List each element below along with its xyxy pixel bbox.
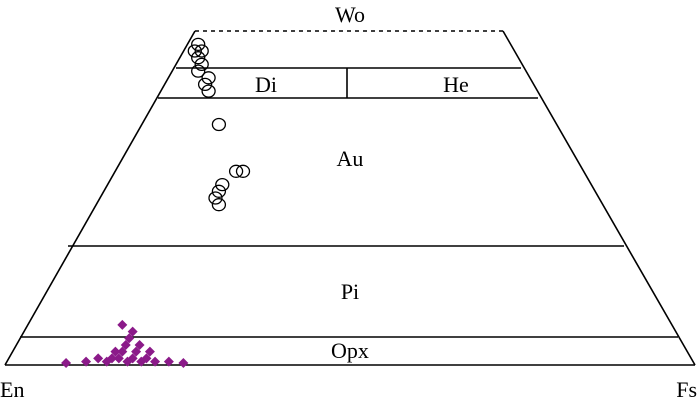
circle-point <box>187 44 202 58</box>
label-di: Di <box>255 72 277 97</box>
circle-point <box>191 64 206 78</box>
diamond-point <box>117 346 128 357</box>
circle-point <box>235 164 251 178</box>
circle-point <box>191 51 206 65</box>
diamond-point <box>127 326 138 337</box>
circle-point <box>194 44 209 58</box>
diamond-point <box>150 356 161 367</box>
right-side <box>502 30 696 366</box>
diamond-point <box>81 356 92 367</box>
circle-point <box>215 177 230 192</box>
diamond-point <box>163 356 174 367</box>
circle-point <box>191 37 206 52</box>
diamond-point <box>113 353 124 364</box>
label-wo: Wo <box>335 2 365 27</box>
circle-point <box>197 77 213 92</box>
diamond-point <box>110 346 121 357</box>
circle-point <box>201 84 216 98</box>
circle-point <box>211 198 227 212</box>
diamond-point <box>136 356 147 367</box>
label-au: Au <box>337 146 364 171</box>
diamond-point <box>131 346 142 357</box>
circle-point <box>194 57 209 72</box>
circle-point <box>211 117 227 132</box>
label-pi: Pi <box>341 279 359 304</box>
diamond-point <box>101 356 112 367</box>
diamond-point <box>61 357 72 368</box>
label-en: En <box>0 377 24 400</box>
circle-point <box>211 184 227 198</box>
circle-point <box>201 71 216 85</box>
diamond-point <box>134 339 145 350</box>
diamond-point <box>144 346 155 357</box>
diamond-point <box>127 353 138 364</box>
data-points <box>61 37 251 368</box>
label-fs: Fs <box>676 377 697 400</box>
diamond-point <box>122 356 133 367</box>
circle-point <box>228 164 244 178</box>
label-opx: Opx <box>331 338 369 363</box>
diamond-point <box>124 333 135 344</box>
label-he: He <box>443 72 469 97</box>
diamond-point <box>117 319 128 330</box>
diamond-point <box>93 353 104 364</box>
diamond-point <box>178 357 189 368</box>
circle-point <box>208 191 223 205</box>
left-side <box>4 30 196 366</box>
diamond-point <box>120 339 131 350</box>
